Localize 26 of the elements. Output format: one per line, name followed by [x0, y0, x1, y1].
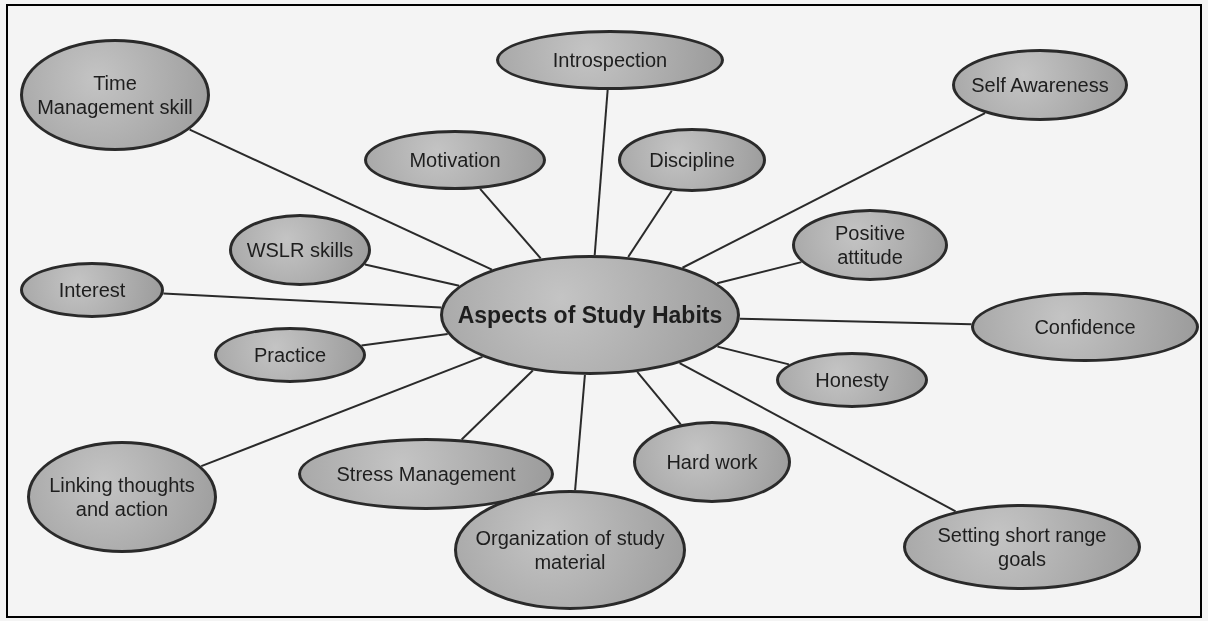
connector-line	[681, 112, 986, 269]
ellipse-label: Hard work	[666, 450, 758, 474]
ellipse-label: Discipline	[649, 148, 735, 172]
ellipse-label: Honesty	[815, 368, 889, 392]
ellipse-label: Confidence	[1034, 315, 1136, 339]
ellipse-label: Self Awareness	[971, 73, 1109, 97]
connector-line	[738, 317, 973, 326]
ellipse-label: Organization of study material	[474, 526, 666, 574]
ellipse-label: Setting short range goals	[936, 523, 1108, 571]
connector-line	[716, 345, 790, 366]
ellipse-label: Introspection	[552, 48, 668, 72]
ellipse-label: Aspects of Study Habits	[457, 301, 723, 329]
connector-line	[593, 89, 609, 257]
ellipse-label: Time Management skill	[36, 71, 194, 119]
connector-line	[188, 128, 493, 271]
ellipse-label: Motivation	[409, 148, 501, 172]
ellipse-label: Interest	[58, 278, 126, 302]
ellipse-label: WSLR skills	[246, 238, 354, 262]
connector-line	[162, 292, 443, 309]
ellipse-label: Positive attitude	[834, 221, 906, 269]
ellipse-label: Linking thoughts and action	[48, 473, 196, 521]
connector-line	[574, 373, 586, 492]
ellipse-label: Stress Management	[336, 462, 516, 486]
connector-line	[678, 362, 957, 513]
connector-line	[200, 355, 484, 468]
ellipse-label: Practice	[253, 343, 327, 367]
